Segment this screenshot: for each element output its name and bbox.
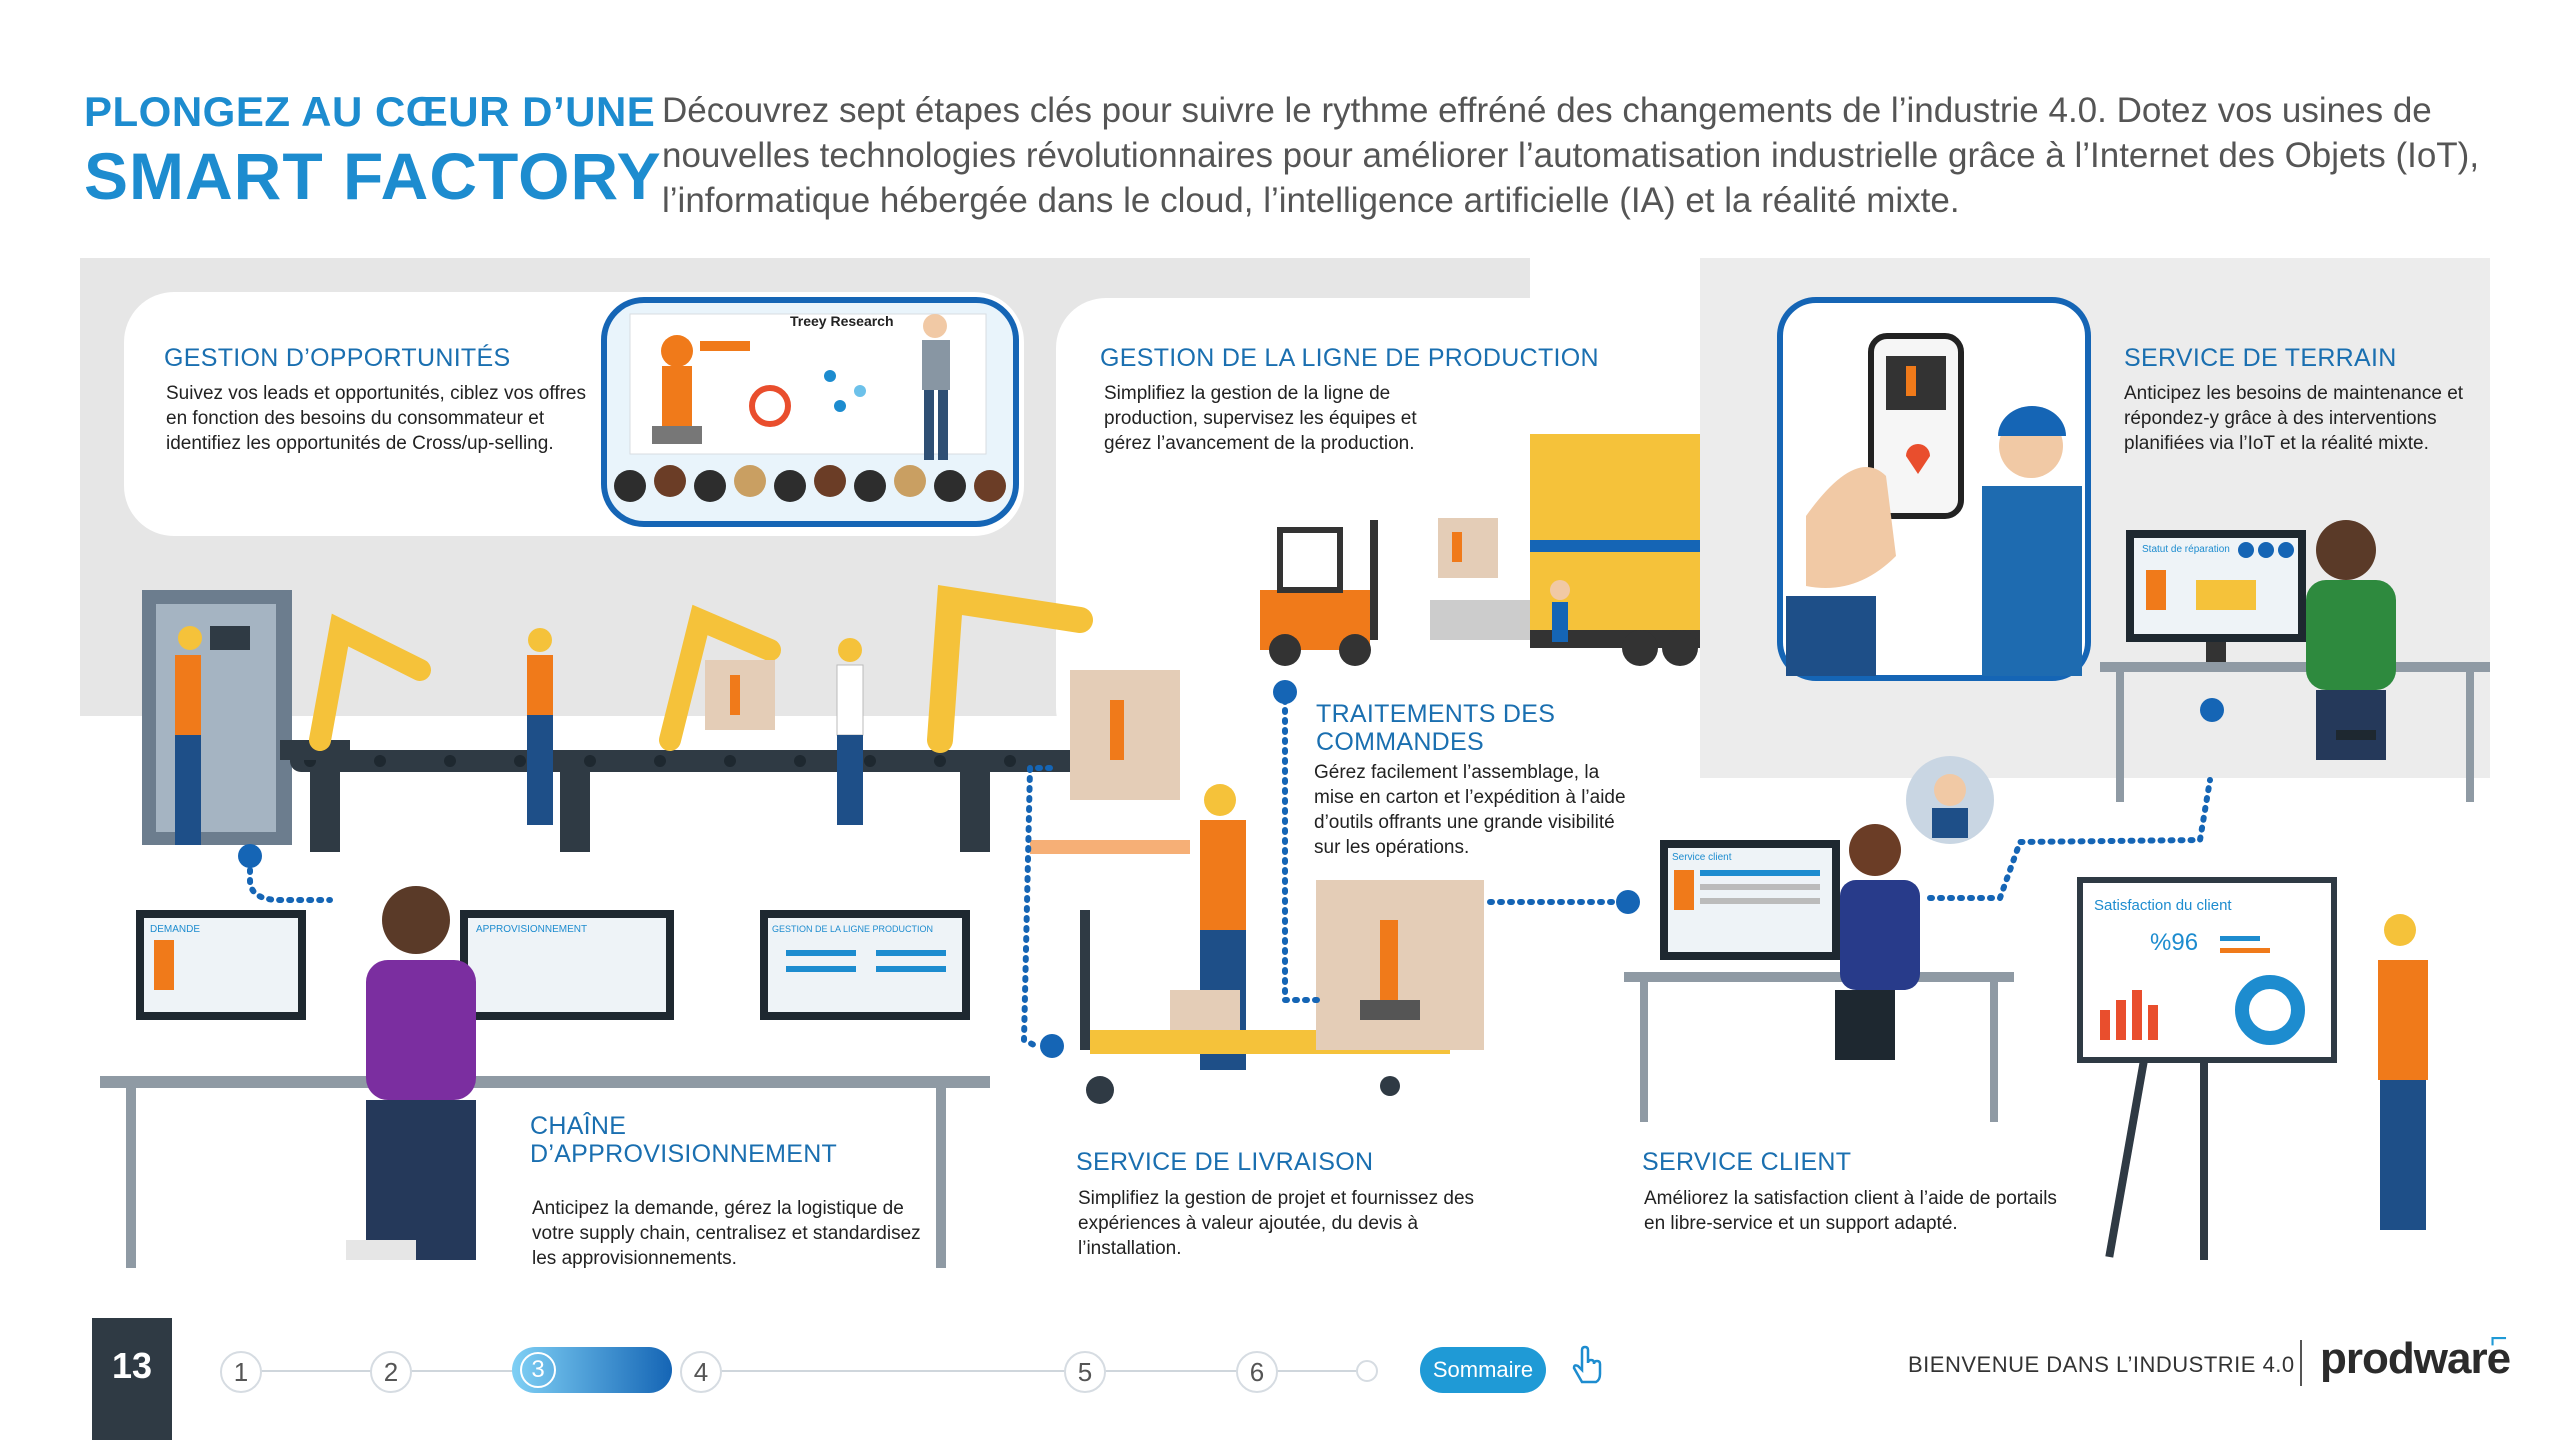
customer-service-desk-illustration: Service client xyxy=(1624,756,2014,1122)
nav-line xyxy=(240,1370,380,1372)
customer-service-text: Améliorez la satisfaction client à l’aid… xyxy=(1644,1188,2057,1234)
customer-service-title: SERVICE CLIENT xyxy=(1642,1148,1852,1176)
page-number: 13 xyxy=(92,1318,172,1440)
delivery-illustration xyxy=(1030,784,1484,1104)
production-line-text: Simplifiez la gestion de la ligne de pro… xyxy=(1104,383,1417,454)
orders-title: TRAITEMENTS DES COMMANDES xyxy=(1316,700,1556,756)
nav-step-2[interactable]: 2 xyxy=(370,1351,412,1393)
screen-appro-label: APPROVISIONNEMENT xyxy=(476,924,587,935)
screen-ligne-label: GESTION DE LA LIGNE PRODUCTION xyxy=(772,924,933,934)
satisfaction-board-value: %96 xyxy=(2150,929,2198,956)
nav-step-1[interactable]: 1 xyxy=(220,1351,262,1393)
nav-line xyxy=(1270,1370,1360,1372)
supply-chain-desk-illustration: DEMANDE APPROVISIONNEMENT GESTION DE LA … xyxy=(100,886,990,1268)
service-client-screen-label: Service client xyxy=(1672,852,1732,863)
production-line-illustration xyxy=(142,585,1180,852)
truck-forklift-illustration xyxy=(1260,434,1700,666)
nav-line xyxy=(690,1370,1070,1372)
satisfaction-board-illustration: Satisfaction du client %96 xyxy=(2077,877,2428,1260)
delivery-title: SERVICE DE LIVRAISON xyxy=(1076,1148,1374,1176)
footer-divider xyxy=(2300,1340,2302,1386)
nav-step-5[interactable]: 5 xyxy=(1064,1351,1106,1393)
nav-step-4[interactable]: 4 xyxy=(680,1351,722,1393)
prodware-logo[interactable]: prodware xyxy=(2320,1334,2511,1383)
title-line-2: SMART FACTORY xyxy=(84,139,662,213)
hand-pointer-icon[interactable] xyxy=(1570,1344,1606,1388)
repair-status-label: Statut de réparation xyxy=(2142,544,2230,555)
production-line-title: GESTION DE LA LIGNE DE PRODUCTION xyxy=(1100,344,1599,372)
intro-text: Découvrez sept étapes clés pour suivre l… xyxy=(662,91,2480,220)
footer-text: BIENVENUE DANS L’INDUSTRIE 4.0 xyxy=(1908,1352,2295,1377)
nav-step-active[interactable]: 3 xyxy=(512,1347,672,1393)
supply-chain-title: CHAÎNE D’APPROVISIONNEMENT xyxy=(530,1112,838,1168)
nav-step-3[interactable]: 3 xyxy=(520,1352,556,1388)
satisfaction-board-title: Satisfaction du client xyxy=(2094,897,2232,914)
field-service-title: SERVICE DE TERRAIN xyxy=(2124,344,2397,372)
sommaire-button[interactable]: Sommaire xyxy=(1420,1347,1546,1393)
screen-demande-label: DEMANDE xyxy=(150,924,200,935)
supply-chain-text: Anticipez la demande, gérez la logistiqu… xyxy=(532,1198,921,1269)
nav-line xyxy=(1090,1370,1240,1372)
delivery-text: Simplifiez la gestion de projet et fourn… xyxy=(1078,1188,1475,1259)
orders-text: Gérez facilement l’assemblage, la mise e… xyxy=(1314,762,1626,858)
presentation-illustration: Treey Research xyxy=(601,297,1019,527)
opportunities-text: Suivez vos leads et opportunités, ciblez… xyxy=(166,383,586,454)
field-service-phone-illustration xyxy=(1777,297,2091,681)
nav-line xyxy=(400,1370,520,1372)
repair-status-desk-illustration: Statut de réparation xyxy=(2100,520,2490,802)
nav-step-7[interactable] xyxy=(1356,1360,1378,1382)
presentation-label: Treey Research xyxy=(790,313,894,329)
prodware-logo-mark-icon: ⌐ xyxy=(2490,1322,2508,1355)
title-line-1: PLONGEZ AU CŒUR D’UNE xyxy=(84,88,656,135)
opportunities-title: GESTION D’OPPORTUNITÉS xyxy=(164,344,511,372)
nav-step-6[interactable]: 6 xyxy=(1236,1351,1278,1393)
field-service-text: Anticipez les besoins de maintenance et … xyxy=(2124,383,2464,454)
